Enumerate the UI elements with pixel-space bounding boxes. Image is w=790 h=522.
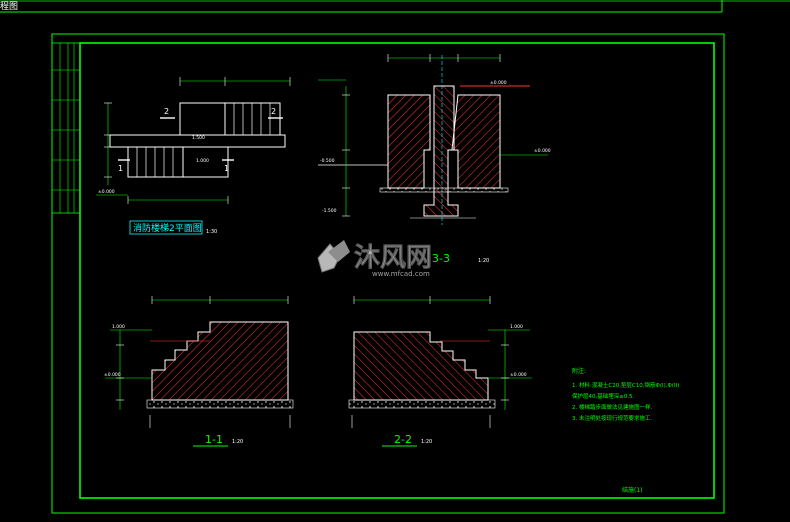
sec3-elev-left: -0.500 (320, 158, 335, 164)
plan-scale: 1:30 (206, 229, 217, 235)
plan-elev-lower: 1.000 (196, 158, 209, 164)
plan-elev-ground: ±0.000 (98, 189, 115, 195)
sec2-elev-ground: ±0.000 (510, 372, 527, 378)
watermark-logo-icon (317, 240, 350, 273)
notes-line-4: 3. 未注明处按现行规范要求施工. (572, 414, 652, 422)
watermark-url: www.mfcad.com (372, 270, 430, 278)
notes-line-2: 保护层40,基础埋深≥0.5. (572, 392, 635, 400)
watermark: 沐风网 www.mfcad.com (317, 240, 432, 278)
cut-mark-1-left: 1 (118, 164, 123, 173)
sec2-elev-top: 1.000 (510, 324, 523, 330)
notes-line-3: 2. 楼梯踏步面做法见建施图一样. (572, 403, 652, 411)
corner-label: 程图 (0, 1, 18, 12)
section-1-1-view (105, 296, 294, 447)
plan-elev-upper: 1.500 (192, 135, 205, 141)
watermark-brand: 沐风网 (354, 243, 432, 273)
sec3-elev-bottom: -1.500 (322, 208, 337, 214)
sec1-elev-ground: ±0.000 (104, 372, 121, 378)
section-2-2-view (348, 296, 532, 447)
sec1-label: 1-1 (205, 433, 223, 446)
sec3-elev-top: ±0.000 (490, 80, 507, 86)
cut-mark-1-right: 1 (224, 164, 229, 173)
drawing-frame (51, 33, 725, 514)
section-3-3-view (318, 54, 548, 225)
sec3-scale: 1:20 (478, 258, 489, 264)
top-window-frame (0, 0, 790, 13)
cut-mark-2-left: 2 (164, 107, 169, 116)
plan-title-box (129, 220, 203, 235)
sec2-label: 2-2 (394, 433, 412, 446)
cut-mark-2-right: 2 (271, 107, 276, 116)
sheet-id: 结施(1) (622, 486, 643, 494)
notes-heading: 附注: (572, 367, 586, 375)
notes-line-1: 1. 材料:混凝土C20,垫层C10,钢筋Φ(I),Φ(II) (572, 381, 679, 389)
plan-title: 消防楼梯2平面图 (133, 222, 202, 234)
sec1-elev-top: 1.000 (112, 324, 125, 330)
sec2-scale: 1:20 (421, 439, 432, 445)
stair-plan-view (96, 77, 291, 204)
notes-block: 附注: 1. 材料:混凝土C20,垫层C10,钢筋Φ(I),Φ(II) 保护层4… (572, 367, 679, 422)
sec3-elev-right: ±0.000 (534, 148, 551, 154)
sec1-scale: 1:20 (232, 439, 243, 445)
sec3-label: 3-3 (432, 252, 450, 265)
